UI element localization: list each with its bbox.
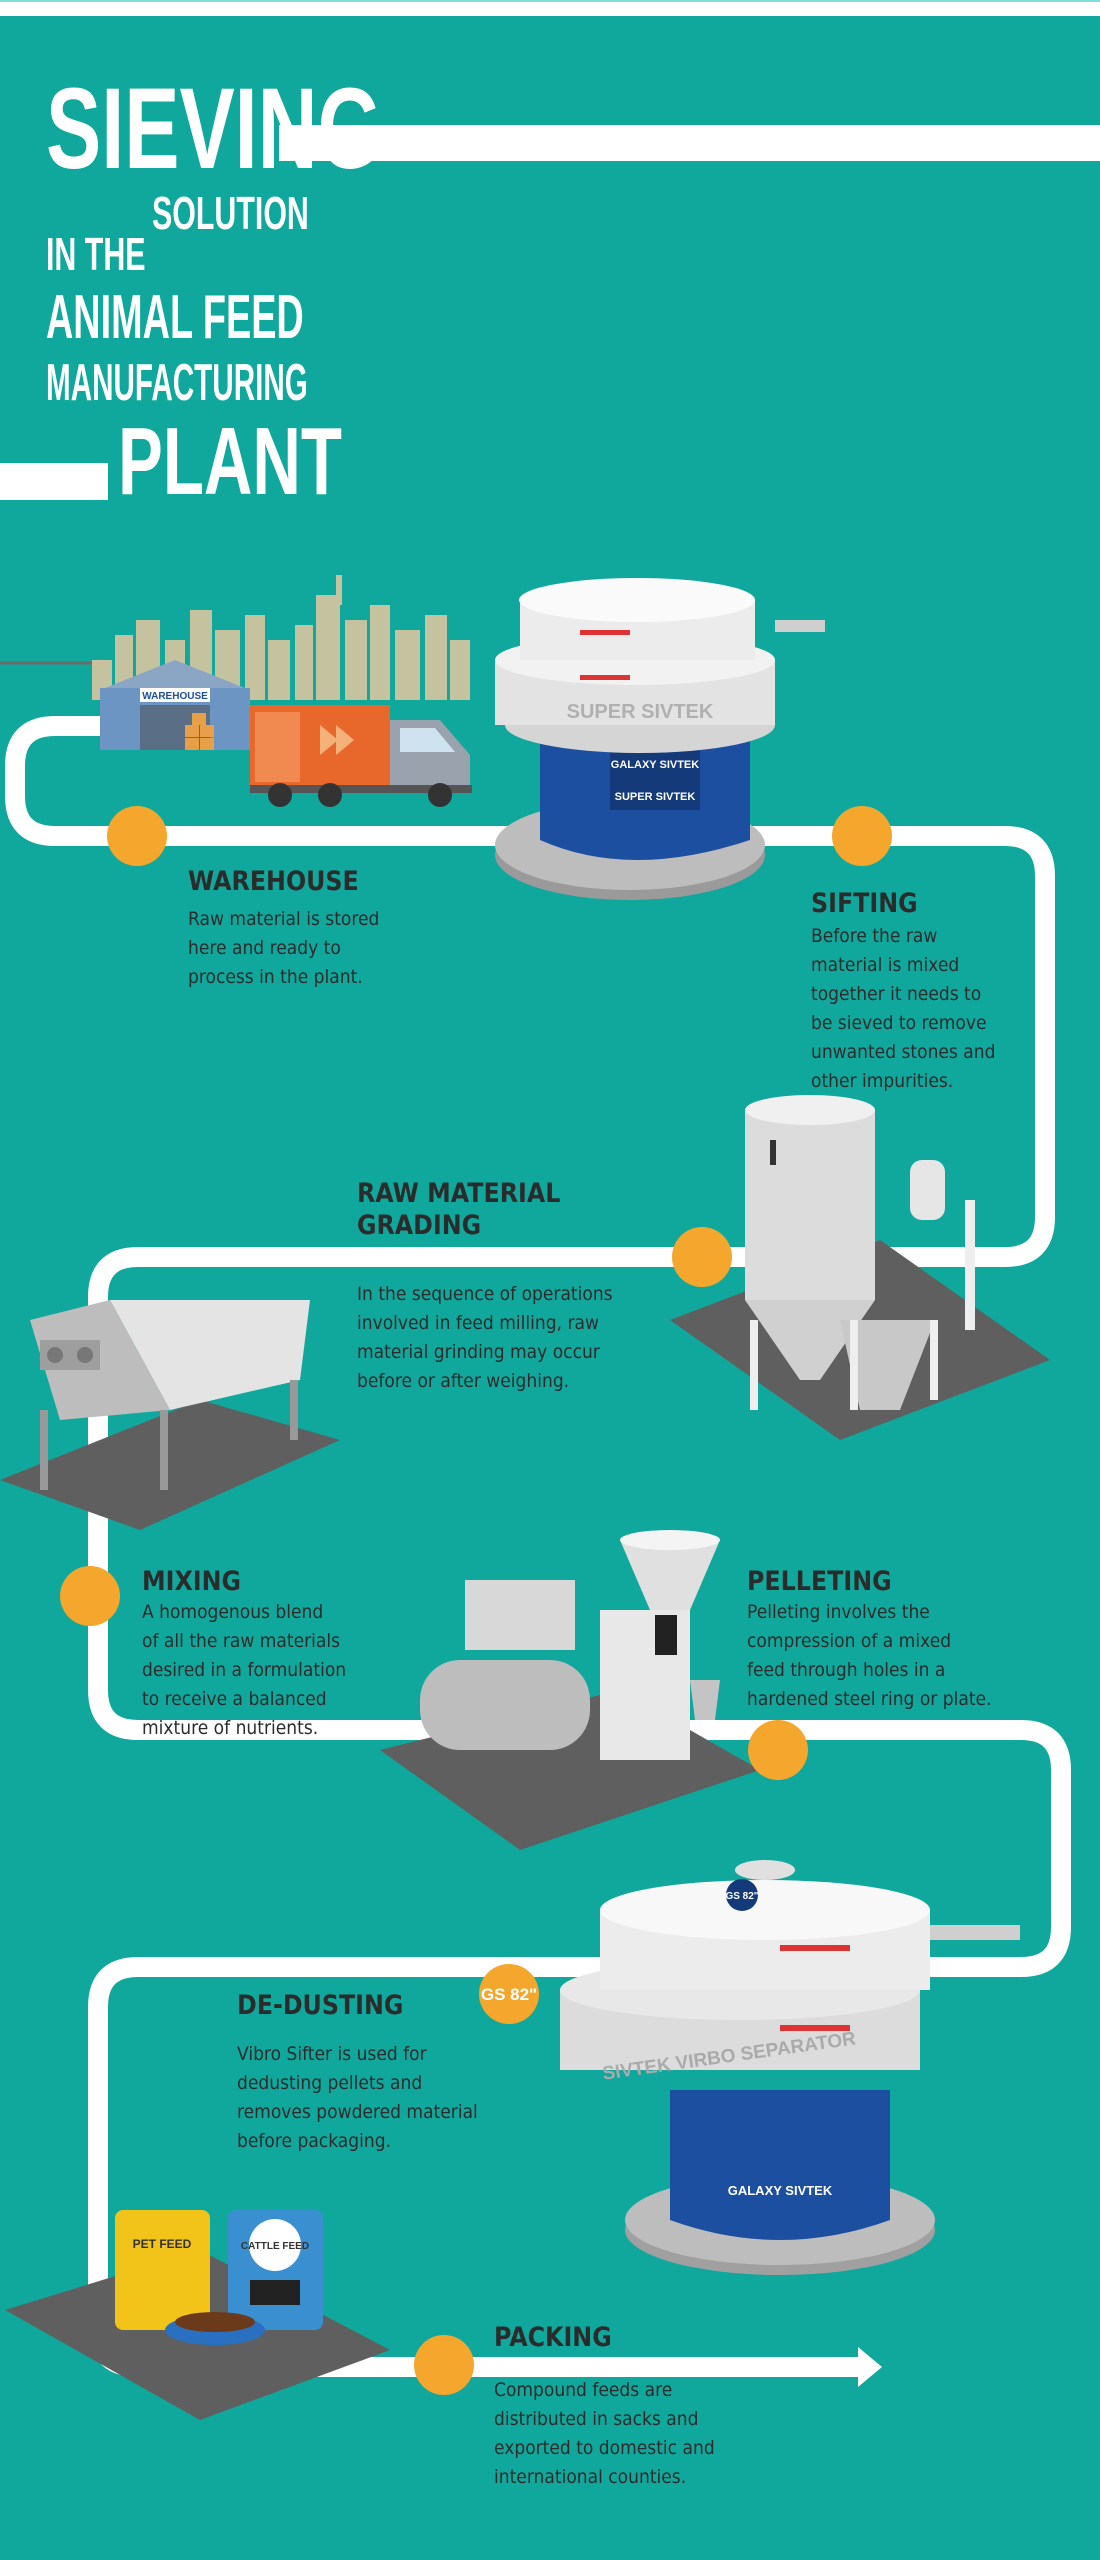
step-desc-pelleting: Pelleting involves the compression of a … <box>747 1598 992 1714</box>
vibro-separator-illustration: GALAXY SIVTEK GS 82" SIVTEK VIRBO SEPARA… <box>560 1860 1020 2275</box>
separator-brand-label: GALAXY SIVTEK <box>728 2183 833 2198</box>
pellet-mill-illustration <box>380 1530 760 1850</box>
desc-line: unwanted stones and <box>811 1041 996 1063</box>
step-desc-sifting: Before the raw material is mixed togethe… <box>811 922 995 1096</box>
step-dot-sifting <box>832 806 892 866</box>
desc-line: A homogenous blend <box>142 1601 324 1623</box>
cattle-feed-label: CATTLE FEED <box>241 2241 309 2252</box>
warehouse-illustration: WAREHOUSE <box>92 575 472 807</box>
desc-line: of all the raw materials <box>142 1630 341 1652</box>
desc-line: mixture of nutrients. <box>142 1717 319 1739</box>
desc-line: material is mixed <box>811 954 960 976</box>
step-dot-dedusting <box>479 1964 539 2024</box>
desc-line: dedusting pellets and <box>237 2072 423 2094</box>
title-plant: PLANT <box>118 408 342 515</box>
title-line: GRADING <box>357 1210 482 1241</box>
machine-model-label: SUPER SIVTEK <box>615 791 696 803</box>
title-manufacturing: MANUFACTURING <box>46 354 308 412</box>
desc-line: hardened steel ring or plate. <box>747 1688 992 1710</box>
desc-line: desired in a formulation <box>142 1659 347 1681</box>
title-bar-right <box>279 125 1100 161</box>
step-dot-mixing <box>60 1566 120 1626</box>
machine-name-label: SUPER SIVTEK <box>567 701 714 723</box>
desc-line: compression of a mixed <box>747 1630 952 1652</box>
title-in-the: IN THE <box>46 228 146 280</box>
desc-line: material grinding may occur <box>357 1341 600 1363</box>
step-desc-mixing: A homogenous blend of all the raw materi… <box>142 1598 346 1743</box>
step-desc-warehouse: Raw material is stored here and ready to… <box>188 905 379 992</box>
step-title-sifting: SIFTING <box>811 888 918 919</box>
step-desc-dedusting: Vibro Sifter is used for dedusting pelle… <box>237 2040 478 2156</box>
desc-line: Pelleting involves the <box>747 1601 930 1623</box>
warehouse-sign: WAREHOUSE <box>142 691 208 702</box>
step-desc-packing: Compound feeds are distributed in sacks … <box>494 2376 715 2492</box>
desc-line: exported to domestic and <box>494 2437 715 2459</box>
title-bar-left <box>0 463 108 500</box>
desc-line: before packaging. <box>237 2130 392 2152</box>
machine-brand-label: GALAXY SIVTEK <box>611 759 699 771</box>
desc-line: Raw material is stored <box>188 908 380 930</box>
desc-line: together it needs to <box>811 983 982 1005</box>
desc-line: to receive a balanced <box>142 1688 327 1710</box>
top-strip <box>0 0 1100 16</box>
step-title-dedusting: DE-DUSTING <box>237 1990 404 2021</box>
desc-line: Vibro Sifter is used for <box>237 2043 427 2065</box>
gs82-badge: GS 82" <box>481 1985 537 2004</box>
step-title-pelleting: PELLETING <box>747 1566 892 1597</box>
step-title-packing: PACKING <box>494 2322 612 2353</box>
super-sivtek-sifter-illustration: GALAXY SIVTEK SUPER SIVTEK SUPER SIVTEK <box>495 578 825 900</box>
title-animal-feed: ANIMAL FEED <box>46 283 304 352</box>
desc-line: before or after weighing. <box>357 1370 570 1392</box>
step-title-mixing: MIXING <box>142 1566 242 1597</box>
title-sieving: SIEVING <box>46 65 382 193</box>
step-desc-grading: In the sequence of operations involved i… <box>357 1280 613 1396</box>
title-line: RAW MATERIAL <box>357 1178 561 1209</box>
step-title-warehouse: WAREHOUSE <box>188 866 359 897</box>
desc-line: here and ready to <box>188 937 341 959</box>
desc-line: process in the plant. <box>188 966 363 988</box>
desc-line: Before the raw <box>811 925 938 947</box>
desc-line: removes powdered material <box>237 2101 478 2123</box>
packing-illustration: PET FEED CATTLE FEED <box>5 2210 390 2420</box>
desc-line: other impurities. <box>811 1070 954 1092</box>
desc-line: distributed in sacks and <box>494 2408 699 2430</box>
step-dot-grading <box>672 1227 732 1287</box>
pet-feed-label: PET FEED <box>133 2237 192 2251</box>
desc-line: be sieved to remove <box>811 1012 987 1034</box>
step-title-grading: RAW MATERIAL GRADING <box>357 1178 560 1242</box>
title-solution: SOLUTION <box>152 187 309 239</box>
desc-line: international counties. <box>494 2466 687 2488</box>
step-dot-pelleting <box>748 1720 808 1780</box>
arrow-head-icon <box>858 2347 882 2387</box>
desc-line: In the sequence of operations <box>357 1283 613 1305</box>
step-dot-warehouse <box>107 806 167 866</box>
gs82-badge-small: GS 82" <box>725 1891 758 1902</box>
desc-line: feed through holes in a <box>747 1659 946 1681</box>
step-dot-packing <box>414 2335 474 2395</box>
vertical-mixer-illustration <box>670 1095 1050 1440</box>
desc-line: involved in feed milling, raw <box>357 1312 599 1334</box>
desc-line: Compound feeds are <box>494 2379 673 2401</box>
ribbon-mixer-illustration <box>0 1300 340 1530</box>
